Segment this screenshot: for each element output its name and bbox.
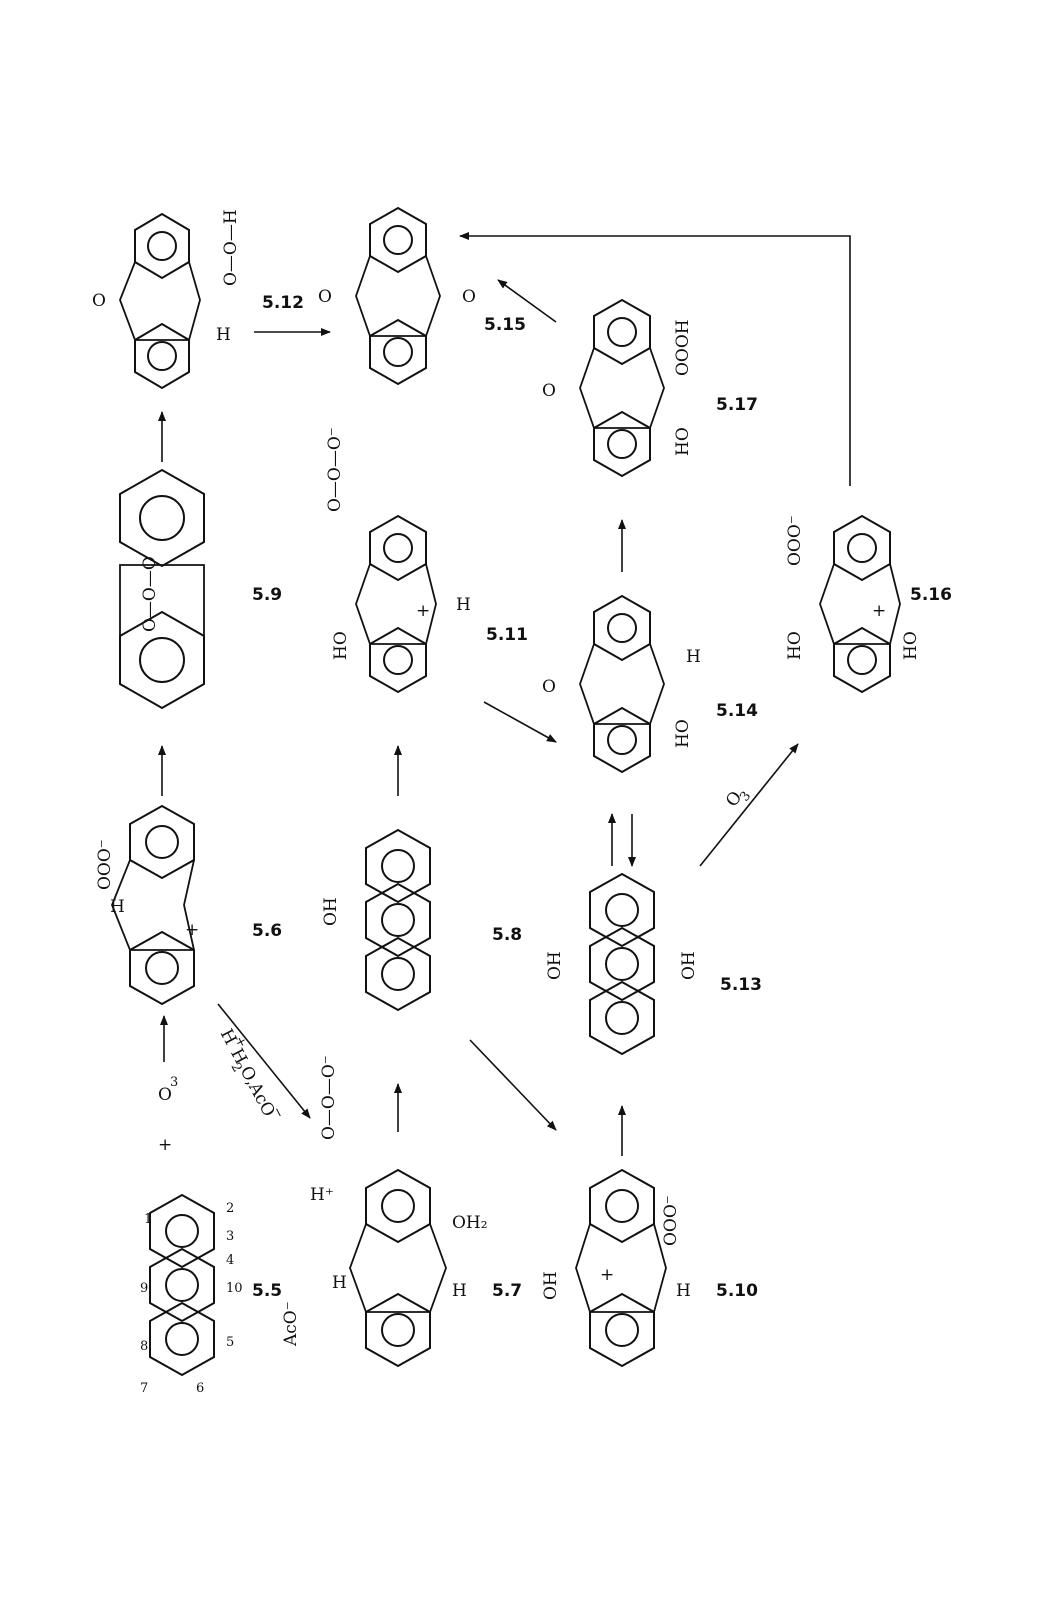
- keto-o-5-12: O: [92, 291, 106, 311]
- oh2-5-7: OH₂: [452, 1213, 488, 1233]
- oh-5-13b: OH: [679, 951, 699, 980]
- arrow-5-17-to-5-15: [497, 279, 557, 323]
- anthraquinone-5-15-structure: [355, 206, 441, 386]
- hydrotrioxide-5-17-structure: [579, 298, 665, 478]
- ho-5-17: HO: [673, 427, 693, 456]
- anthranol-5-8-structure: [365, 828, 431, 1012]
- label-5-12: 5.12: [262, 293, 304, 313]
- label-5-13: 5.13: [720, 975, 762, 995]
- ketol-5-14-structure: [579, 594, 665, 774]
- ozonide-bridge: O—O—O: [140, 556, 160, 632]
- position-9: 9: [140, 1281, 148, 1296]
- ozonide-5-9-structure: [119, 468, 205, 710]
- keto-o-5-14: O: [542, 677, 556, 697]
- plus-charge-5-16: +: [872, 601, 886, 621]
- label-5-15: 5.15: [484, 315, 526, 335]
- label-5-7: 5.7: [492, 1281, 522, 1301]
- ozone-subscript: 3: [170, 1075, 178, 1090]
- ooo-minus-5-16: OOO⁻: [785, 515, 805, 566]
- h-atom-5-12: H: [216, 325, 231, 345]
- arrow-5-6-to-5-7: [217, 1003, 311, 1119]
- plus-charge-5-10: +: [600, 1265, 614, 1285]
- ooo-minus-5-10: OOO⁻: [661, 1195, 681, 1246]
- h-atom-5-7: H: [332, 1273, 347, 1293]
- h-atom-5-10: H: [676, 1281, 691, 1301]
- keto-o-5-17: O: [542, 381, 556, 401]
- anthracene-structure: [149, 1193, 215, 1377]
- position-8: 8: [140, 1339, 148, 1354]
- position-10: 10: [226, 1281, 243, 1296]
- cation-5-16-structure: [819, 514, 901, 694]
- position-2: 2: [226, 1201, 234, 1216]
- label-5-16: 5.16: [910, 585, 952, 605]
- intermediate-5-6-structure: [111, 804, 196, 1006]
- position-5: 5: [226, 1335, 234, 1350]
- ho-5-14: HO: [673, 719, 693, 748]
- ooo-minus-5-7: O—O—O⁻: [319, 1055, 339, 1140]
- arrow-5-8-to-5-10: [469, 1039, 557, 1131]
- h-atom-5-6: H: [110, 897, 125, 917]
- diol-5-7-structure: [349, 1168, 447, 1368]
- aco-minus-5-7: AcO⁻: [281, 1301, 301, 1347]
- h-atom-5-14: H: [686, 647, 701, 667]
- ho-5-11: HO: [331, 631, 351, 660]
- cation-5-10-structure: [575, 1168, 667, 1368]
- position-6: 6: [196, 1381, 204, 1396]
- oh-5-10: OH: [541, 1271, 561, 1300]
- label-5-6: 5.6: [252, 921, 282, 941]
- plus-charge-5-6: +: [185, 920, 199, 940]
- h-atom-5-11: H: [456, 595, 471, 615]
- position-3: 3: [226, 1229, 234, 1244]
- position-4: 4: [226, 1253, 234, 1268]
- arrow-5-16-to-5-15: [459, 232, 851, 486]
- label-5-11: 5.11: [486, 625, 528, 645]
- plus-sign: +: [158, 1135, 172, 1155]
- plus-charge-5-11: +: [416, 601, 430, 621]
- ooh-5-12: O—O—H: [221, 209, 241, 286]
- oh-5-8: OH: [321, 897, 341, 926]
- arrow-5-13-to-5-16: [699, 743, 799, 867]
- h-atom-5-7b: H: [452, 1281, 467, 1301]
- oooh-5-17: OOOH: [673, 319, 693, 376]
- label-5-5: 5.5: [252, 1281, 282, 1301]
- hydroperoxide-5-12-structure: [119, 212, 201, 390]
- cation-5-11-structure: [355, 514, 437, 694]
- keto-o2-5-15: O: [462, 287, 476, 307]
- diol-5-13-structure: [589, 872, 655, 1056]
- oh-5-13a: OH: [545, 951, 565, 980]
- h-plus-5-7: H⁺: [310, 1185, 334, 1205]
- ho-5-16a: HO: [785, 631, 805, 660]
- position-1: 1: [144, 1212, 152, 1227]
- ooo-minus-5-6: OOO⁻: [95, 839, 115, 890]
- label-5-9: 5.9: [252, 585, 282, 605]
- label-5-10: 5.10: [716, 1281, 758, 1301]
- label-5-8: 5.8: [492, 925, 522, 945]
- ozone-reagent-2: O 3: [722, 788, 754, 811]
- ozone-reagent: O: [158, 1085, 172, 1105]
- label-5-14: 5.14: [716, 701, 758, 721]
- arrow-5-11-to-5-14: [483, 701, 557, 743]
- label-5-17: 5.17: [716, 395, 758, 415]
- position-7: 7: [140, 1381, 148, 1396]
- ooo-minus-5-11: O—O—O⁻: [325, 427, 345, 512]
- ho-5-16b: HO: [901, 631, 921, 660]
- keto-o1-5-15: O: [318, 287, 332, 307]
